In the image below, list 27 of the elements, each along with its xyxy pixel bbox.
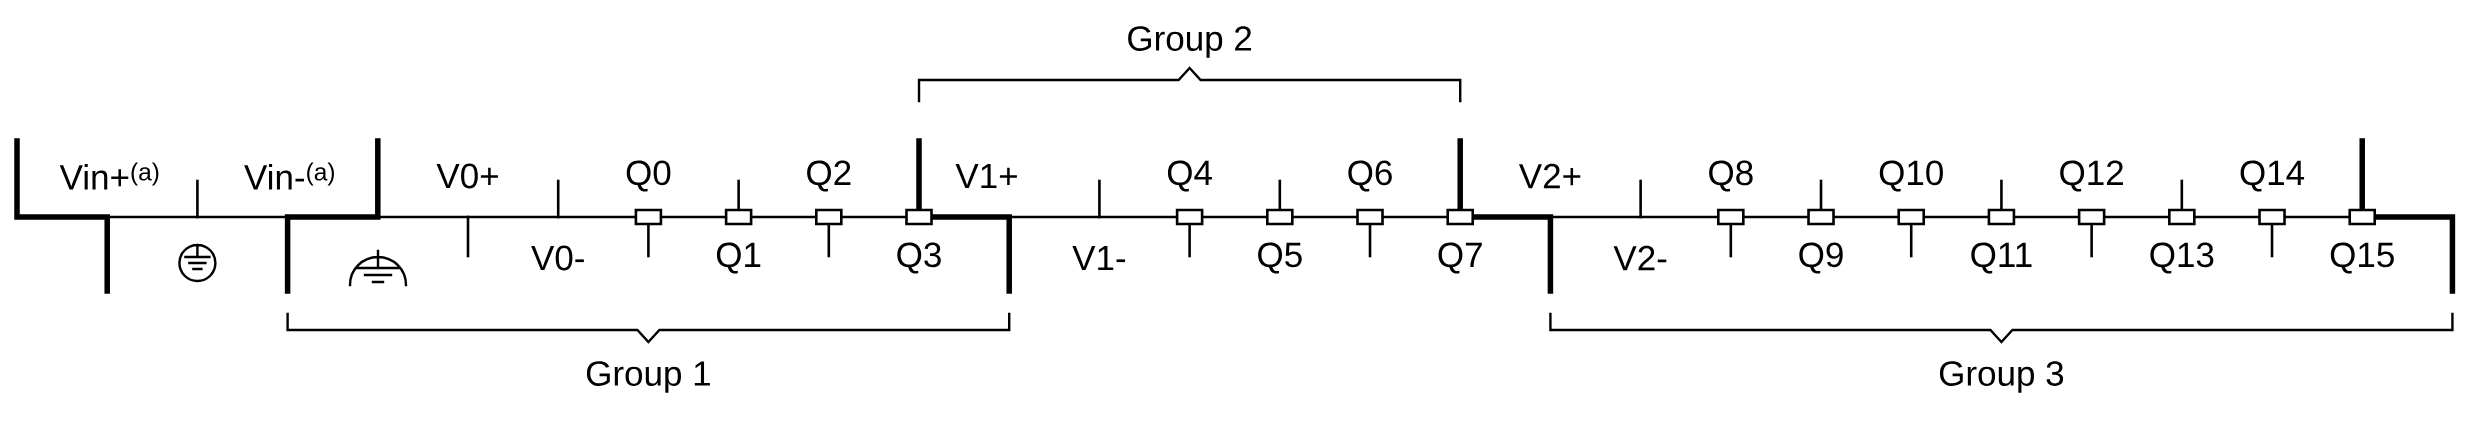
pin-label: Q13: [2150, 242, 2214, 274]
pin-label: V1-: [1072, 245, 1126, 271]
pin-label: Q15: [2330, 242, 2394, 274]
pin-label: Vin+$^{(a)}$: [59, 162, 159, 190]
pin-label: Q3: [897, 242, 941, 274]
pin-label: Q14: [2240, 160, 2305, 192]
pin-label: Vin-$^{(a)}$: [244, 162, 334, 190]
pin-label: Q7: [1438, 242, 1482, 274]
group-label: Group 1: [586, 361, 710, 393]
pin-label: Q10: [1879, 160, 1943, 192]
pin-label: V2+: [1518, 163, 1581, 189]
pin-label: Q8: [1709, 160, 1753, 192]
pin-label: Q11: [1971, 242, 2032, 274]
pin-label: Q5: [1258, 242, 1302, 274]
pin-label: V1+: [955, 163, 1017, 189]
pin-label: V0+: [436, 163, 498, 189]
pin-label: V2-: [1613, 245, 1667, 271]
pin-label: Q6: [1348, 160, 1392, 192]
pin-label: Q4: [1167, 160, 1212, 192]
pin-label: Q0: [626, 160, 671, 192]
group-label: Group 3: [1939, 361, 2064, 393]
pin-label: Q12: [2060, 160, 2123, 192]
pin-label: Q2: [807, 160, 851, 192]
pin-label: Q1: [716, 242, 761, 274]
pin-label: Q9: [1799, 242, 1843, 274]
pin-label: V0-: [531, 245, 584, 271]
group-label: Group 2: [1128, 26, 1252, 58]
